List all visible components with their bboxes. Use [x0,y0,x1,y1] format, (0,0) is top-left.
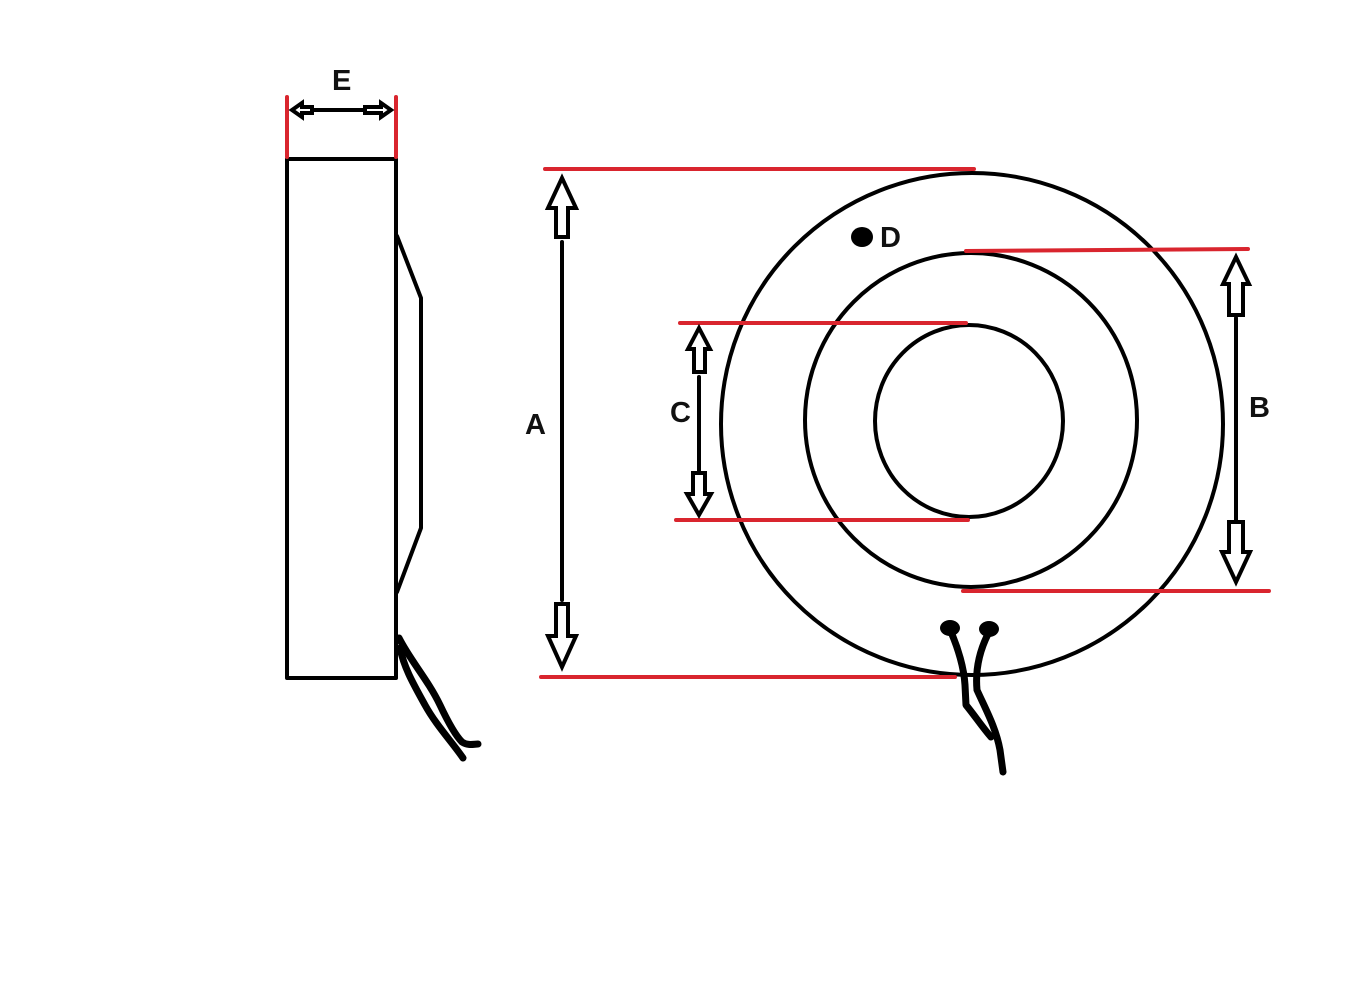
front-view-lead-wire-1 [947,628,995,741]
dim-a-label: A [525,409,546,441]
dim-c-label: C [670,397,691,429]
front-view: D A B C [525,167,1271,776]
side-view-body [285,157,398,680]
front-view-lead-wire-2 [973,630,1007,776]
dim-b-label: B [1249,392,1270,424]
side-view-bevel [395,234,423,594]
side-view-lead-wire-1 [395,634,482,748]
dim-b-arrow [1218,252,1254,587]
lead-terminal-left [940,620,960,636]
marker-dot-d [851,227,873,247]
side-view: E [285,65,482,762]
dim-a-arrow [544,173,580,672]
dim-c-arrow [683,323,715,520]
middle-circle [803,251,1139,589]
dim-e-arrow [288,99,395,121]
side-view-lead-wire-2 [396,644,467,762]
dim-e-label: E [332,65,351,97]
marker-d-label: D [880,222,901,254]
lead-terminal-right [979,621,999,637]
dim-b-extension-top [964,247,1250,253]
inner-circle [873,323,1065,519]
outer-circle [719,171,1225,677]
